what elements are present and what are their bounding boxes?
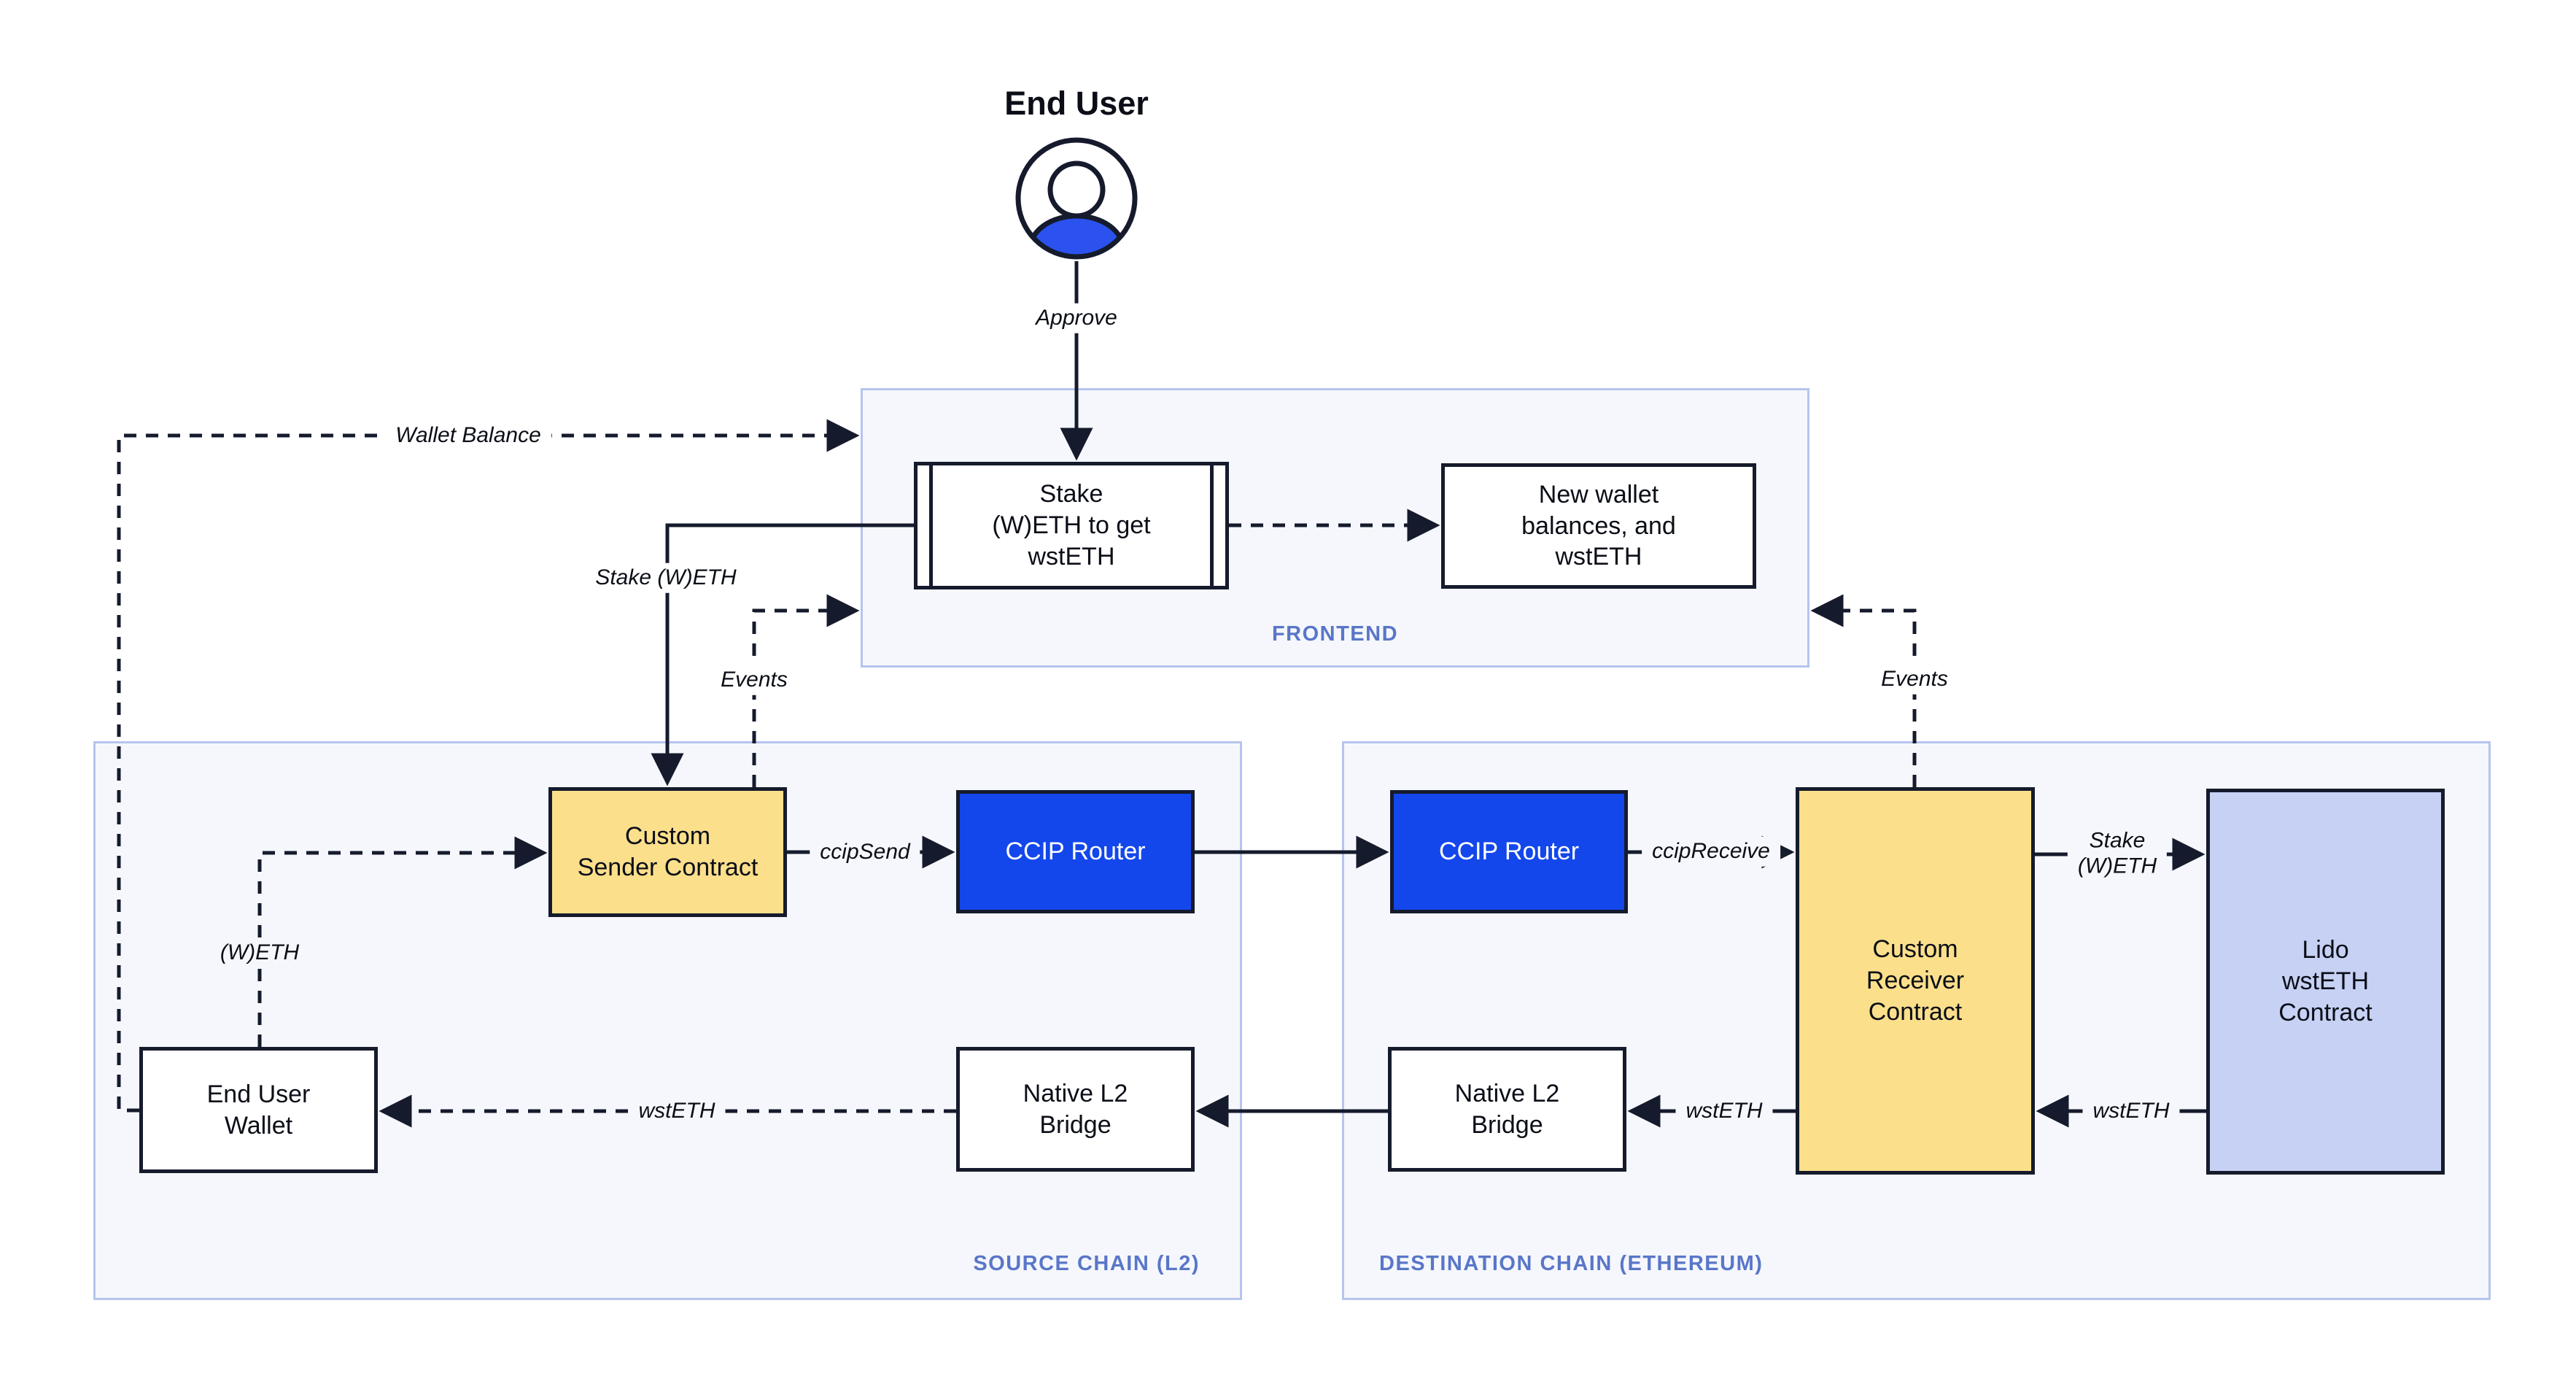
custom-sender-contract-box: Custom Sender Contract bbox=[548, 787, 787, 917]
new-wallet-box-label: New wallet balances, and wstETH bbox=[1521, 480, 1676, 571]
edge-events-left bbox=[752, 594, 860, 787]
end-user-icon bbox=[1015, 137, 1138, 260]
edge-wallet-balance bbox=[117, 419, 860, 1113]
lido-wsteth-contract-box: Lido wstETH Contract bbox=[2206, 789, 2445, 1175]
destination-chain-label: DESTINATION CHAIN (ETHEREUM) bbox=[1379, 1252, 1764, 1275]
source-chain-label: SOURCE CHAIN (L2) bbox=[973, 1252, 1200, 1275]
frontend-label: FRONTEND bbox=[1271, 622, 1399, 646]
wsteth-to-wallet-edge-label: wstETH bbox=[628, 1096, 726, 1126]
ccip-router-source-box: CCIP Router bbox=[956, 790, 1195, 913]
end-user-wallet-label: End User Wallet bbox=[206, 1080, 311, 1140]
wsteth-to-bridge-edge-label: wstETH bbox=[1675, 1096, 1773, 1126]
custom-receiver-contract-box: Custom Receiver Contract bbox=[1796, 787, 2035, 1175]
ccip-router-source-label: CCIP Router bbox=[1005, 838, 1146, 866]
ccipsend-edge-label: ccipSend bbox=[810, 837, 920, 867]
ccipreceive-edge-label: ccipReceive bbox=[1642, 836, 1780, 867]
edge-events-right bbox=[1810, 594, 1917, 787]
end-user-title: End User bbox=[1004, 85, 1149, 122]
custom-receiver-contract-label: Custom Receiver Contract bbox=[1866, 935, 1965, 1026]
native-l2-bridge-source-label: Native L2 Bridge bbox=[1023, 1079, 1128, 1139]
stake-weth-dest-edge-label: Stake (W)ETH bbox=[2067, 826, 2168, 881]
native-l2-bridge-destination-box: Native L2 Bridge bbox=[1388, 1047, 1626, 1172]
stake-box-label: Stake (W)ETH to get wstETH bbox=[992, 480, 1151, 571]
native-l2-bridge-source-box: Native L2 Bridge bbox=[956, 1047, 1195, 1172]
events-left-edge-label: Events bbox=[710, 665, 798, 695]
wsteth-from-lido-edge-label: wstETH bbox=[2082, 1096, 2180, 1126]
subroutine-bar-left bbox=[929, 465, 933, 586]
wallet-balance-edge-label: Wallet Balance bbox=[385, 420, 551, 451]
edge-stake-weth bbox=[651, 523, 914, 786]
native-l2-bridge-destination-label: Native L2 Bridge bbox=[1454, 1079, 1560, 1139]
stake-weth-edge-label: Stake (W)ETH bbox=[585, 562, 747, 593]
ccip-router-destination-box: CCIP Router bbox=[1390, 790, 1628, 913]
lido-wsteth-contract-label: Lido wstETH Contract bbox=[2278, 936, 2373, 1026]
ccip-router-destination-label: CCIP Router bbox=[1438, 838, 1580, 866]
weth-edge-label: (W)ETH bbox=[209, 937, 310, 968]
end-user-wallet-box: End User Wallet bbox=[139, 1047, 378, 1173]
subroutine-bar-right bbox=[1210, 465, 1214, 586]
edge-weth bbox=[257, 836, 548, 1047]
stake-box: Stake (W)ETH to get wstETH bbox=[914, 462, 1229, 589]
custom-sender-contract-label: Custom Sender Contract bbox=[577, 822, 759, 881]
events-right-edge-label: Events bbox=[1871, 664, 1958, 695]
new-wallet-box: New wallet balances, and wstETH bbox=[1441, 463, 1756, 589]
approve-edge-label: Approve bbox=[1025, 303, 1128, 333]
